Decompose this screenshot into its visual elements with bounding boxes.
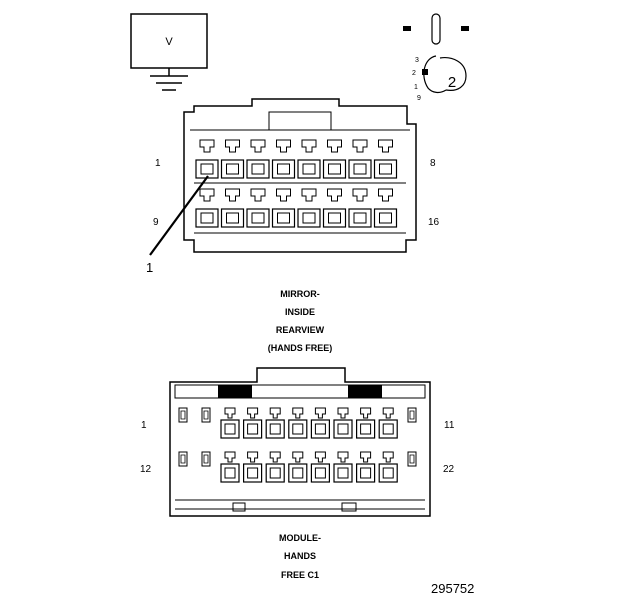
module-cavity [356, 451, 376, 483]
module-cavity [265, 407, 285, 439]
module-latch-left [218, 385, 252, 398]
mirror-caption-line-2: INSIDE [285, 307, 315, 317]
mirror-pin-label-9: 9 [153, 217, 159, 228]
key-pin-1: 1 [414, 84, 418, 91]
mirror-cavity [246, 188, 270, 228]
module-cavity [333, 451, 353, 483]
mirror-cavity [271, 188, 296, 228]
module-caption-line-1: MODULE- [279, 533, 321, 543]
module-cavity [220, 451, 240, 483]
key-pin-3: 3 [415, 57, 419, 64]
figure-number: 295752 [431, 581, 474, 596]
module-side-latch [407, 407, 417, 423]
module-cavity [288, 451, 308, 483]
mirror-pin-label-16: 16 [428, 217, 440, 228]
mirror-cavity [195, 188, 219, 228]
voltmeter-symbol: V [130, 13, 208, 91]
module-caption: MODULE- HANDS FREE C1 [279, 533, 321, 580]
mirror-cavity [271, 139, 296, 179]
module-connector: 1 11 12 22 [140, 367, 455, 517]
module-pin-label-22: 22 [443, 464, 455, 475]
mirror-caption-line-3: REARVIEW [276, 325, 325, 335]
mirror-caption-line-4: (HANDS FREE) [268, 343, 333, 353]
module-cavity [310, 451, 330, 483]
mirror-connector: 1 8 9 16 1 [146, 98, 440, 275]
key-callout: 2 [448, 74, 456, 91]
voltmeter-label: V [165, 36, 173, 48]
module-cavity [378, 451, 398, 483]
module-cavity [243, 407, 263, 439]
module-cavity [288, 407, 308, 439]
mirror-caption: MIRROR- INSIDE REARVIEW (HANDS FREE) [268, 289, 333, 353]
mirror-cavity [322, 188, 347, 228]
key-pin-2: 2 [412, 70, 416, 77]
module-pin-label-11: 11 [444, 420, 455, 431]
mirror-cavity [220, 188, 245, 228]
module-side-latch [178, 407, 188, 423]
mirror-caption-line-1: MIRROR- [280, 289, 320, 299]
module-side-latch [201, 451, 211, 467]
mirror-cavity [348, 188, 372, 228]
mirror-cavity [373, 188, 398, 228]
module-pin-label-12: 12 [140, 464, 152, 475]
mirror-callout: 1 [146, 260, 153, 275]
module-side-latch [178, 451, 188, 467]
mirror-cavity [322, 139, 347, 179]
module-side-latch [201, 407, 211, 423]
mirror-cavity [297, 188, 321, 228]
mirror-pin-label-1: 1 [155, 158, 161, 169]
module-caption-line-3: FREE C1 [281, 570, 319, 580]
module-latch-right [348, 385, 382, 398]
mirror-cavity [195, 139, 219, 179]
module-cavity [265, 451, 285, 483]
module-cavity [356, 407, 376, 439]
module-cavity [333, 407, 353, 439]
mirror-cavity [373, 139, 398, 179]
module-cavity [378, 407, 398, 439]
module-cavity [310, 407, 330, 439]
mirror-cavity [348, 139, 372, 179]
mirror-cavity [297, 139, 321, 179]
callout-leader-line [149, 175, 209, 256]
module-side-latch [407, 451, 417, 467]
module-cavity [220, 407, 240, 439]
terminal-key-symbol: 3 2 1 9 2 [403, 13, 469, 102]
mirror-cavity [220, 139, 245, 179]
key-pin-9: 9 [417, 95, 421, 102]
mirror-cavity [246, 139, 270, 179]
mirror-pin-label-8: 8 [430, 158, 436, 169]
module-cavity [243, 451, 263, 483]
module-pin-label-1: 1 [141, 420, 147, 431]
module-caption-line-2: HANDS [284, 551, 316, 561]
